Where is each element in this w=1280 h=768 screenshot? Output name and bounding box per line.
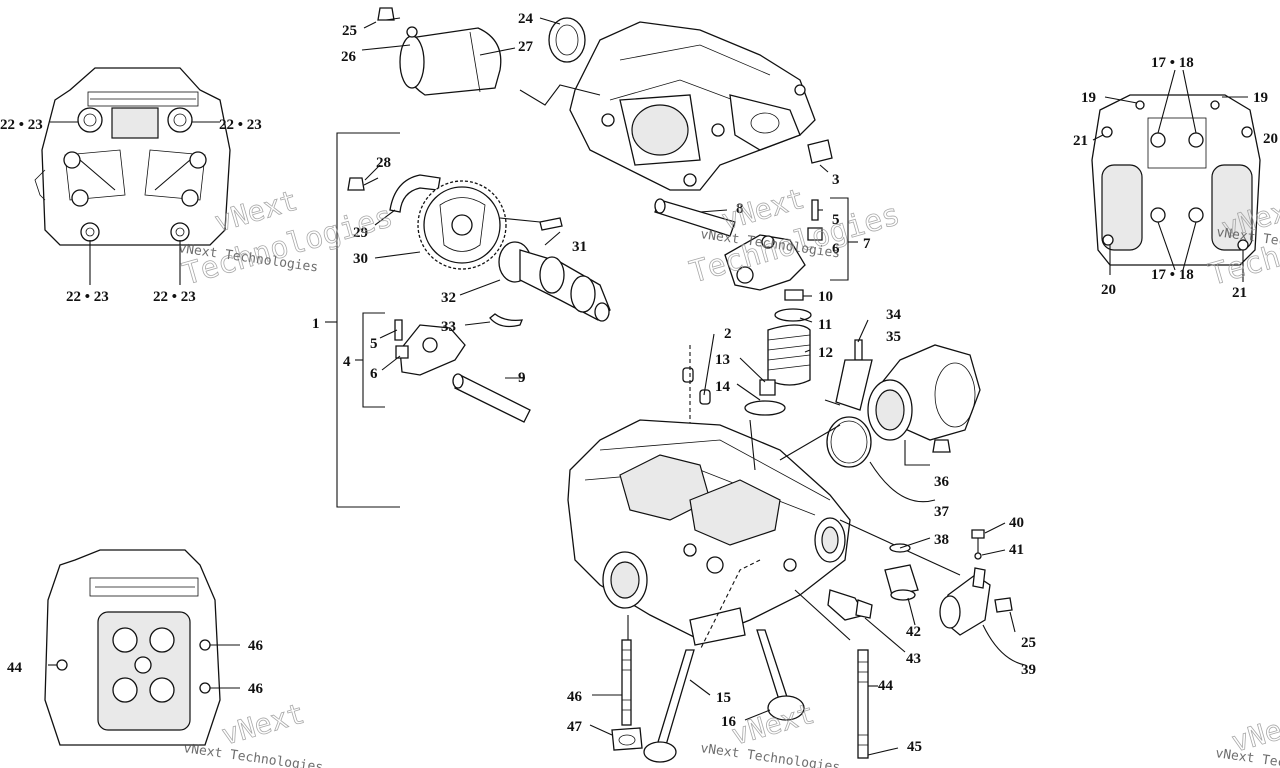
callout-43: 43 <box>906 651 921 667</box>
callout-25-top: 25 <box>342 23 357 39</box>
callout-26: 26 <box>341 49 357 65</box>
callout-32: 32 <box>441 290 456 306</box>
stud-valve-group <box>611 615 869 763</box>
callout-47: 47 <box>567 719 583 735</box>
callout-5-left: 5 <box>370 336 378 352</box>
inset-bottom-left-head <box>44 549 240 746</box>
inset-callout-46-top: 46 <box>248 638 264 654</box>
callout-24: 24 <box>518 11 534 27</box>
inset-callout-21-left: 21 <box>1073 133 1088 149</box>
inset-top-left-head <box>34 67 231 285</box>
inset-callout-21-bottom: 21 <box>1232 285 1247 301</box>
callout-1: 1 <box>312 316 320 332</box>
inset-callout-44: 44 <box>7 660 23 676</box>
callout-28: 28 <box>376 155 391 171</box>
inset-right-cover <box>1091 69 1261 282</box>
inset-callout-17-18-top: 17 • 18 <box>1151 55 1194 71</box>
watermark-4-text: vNext Technologies <box>182 741 324 768</box>
callout-39: 39 <box>1021 662 1036 678</box>
callout-37: 37 <box>934 504 950 520</box>
callout-46: 46 <box>567 689 583 705</box>
callout-29: 29 <box>353 225 368 241</box>
callout-34: 34 <box>886 307 902 323</box>
callout-30: 30 <box>353 251 368 267</box>
sensor-group <box>827 529 1026 666</box>
inset-callout-19-left: 19 <box>1081 90 1096 106</box>
callout-45: 45 <box>907 739 922 755</box>
callout-labels: 25 26 24 27 3 28 29 30 31 32 33 8 5 6 7 … <box>0 11 1278 755</box>
callout-6-left: 6 <box>370 366 378 382</box>
callout-3: 3 <box>832 172 840 188</box>
inset-callout-20-right: 20 <box>1263 131 1278 147</box>
callout-35: 35 <box>886 329 901 345</box>
watermark-5-text: vNext Technologies <box>699 741 841 768</box>
svg-text:vNext: vNext <box>218 697 308 752</box>
callout-31: 31 <box>572 239 587 255</box>
callout-36: 36 <box>934 474 950 490</box>
callout-14: 14 <box>715 379 731 395</box>
callout-11: 11 <box>818 317 832 333</box>
callout-44: 44 <box>878 678 894 694</box>
inset-callout-17-18-bottom: 17 • 18 <box>1151 267 1194 283</box>
bracket-1 <box>325 132 858 508</box>
callout-38: 38 <box>934 532 949 548</box>
inset-callout-46-bottom: 46 <box>248 681 264 697</box>
callout-6-right: 6 <box>832 241 840 257</box>
callout-33: 33 <box>441 319 456 335</box>
inset-callout-20-bottom: 20 <box>1101 282 1116 298</box>
callout-7: 7 <box>863 236 871 252</box>
inset-callout-22-23-top-left: 22 • 23 <box>0 117 43 133</box>
inset-callout-19-right: 19 <box>1253 90 1268 106</box>
callout-12: 12 <box>818 345 833 361</box>
callout-25-bottom: 25 <box>1021 635 1036 651</box>
callout-8: 8 <box>736 201 744 217</box>
callout-42: 42 <box>906 624 921 640</box>
camshaft-group <box>347 174 611 328</box>
callout-15: 15 <box>716 690 731 706</box>
callout-5-right: 5 <box>832 212 840 228</box>
cylinder-head <box>567 419 961 651</box>
callout-41: 41 <box>1009 542 1024 558</box>
leader-lines <box>361 17 1016 756</box>
callout-2: 2 <box>724 326 732 342</box>
intake-group <box>824 339 981 503</box>
inset-callout-22-23-bottom-right: 22 • 23 <box>153 289 196 305</box>
inset-callout-22-23-bottom-left: 22 • 23 <box>66 289 109 305</box>
callout-16: 16 <box>721 714 737 730</box>
callout-40: 40 <box>1009 515 1024 531</box>
callout-27: 27 <box>518 39 534 55</box>
watermark-4: vNext <box>217 696 308 752</box>
callout-9: 9 <box>518 370 526 386</box>
valve-train-group <box>682 289 812 590</box>
inset-callout-22-23-top-right: 22 • 23 <box>219 117 262 133</box>
valve-cover-group <box>377 7 833 191</box>
rocker-arm-group <box>394 198 823 423</box>
callout-4: 4 <box>343 354 351 370</box>
callout-13: 13 <box>715 352 730 368</box>
callout-10: 10 <box>818 289 833 305</box>
